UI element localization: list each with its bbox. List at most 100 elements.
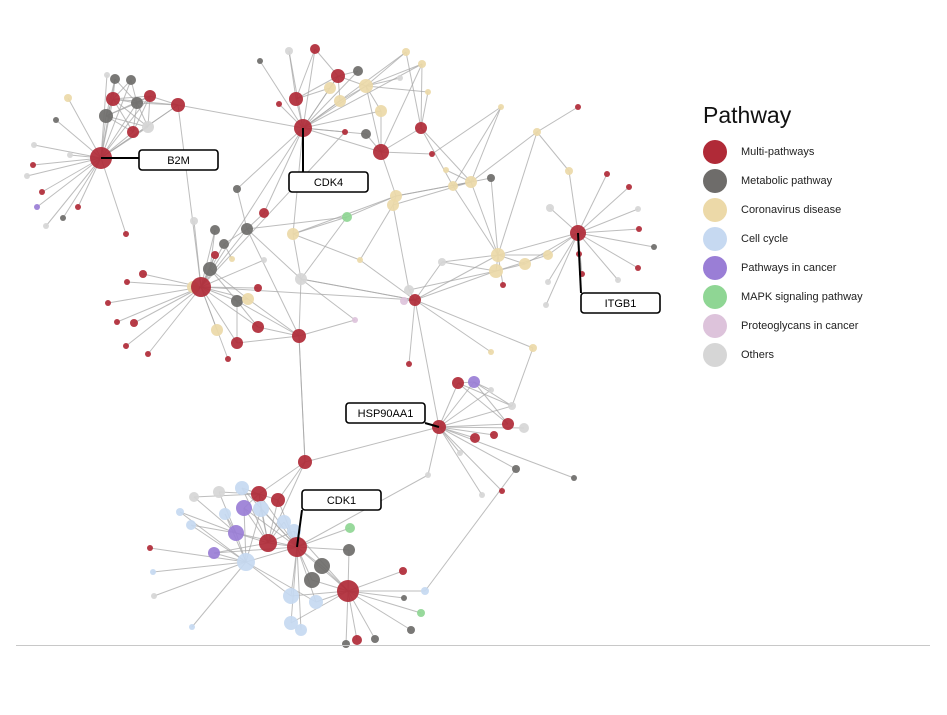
network-node-metabolic <box>126 75 136 85</box>
network-node-others <box>104 72 110 78</box>
network-node-multi <box>106 92 120 106</box>
network-edge <box>420 91 429 129</box>
network-node-multi <box>105 300 111 306</box>
network-edge <box>236 335 300 344</box>
network-edge <box>132 95 151 133</box>
callout-label: ITGB1 <box>605 298 637 310</box>
network-edge <box>395 181 472 197</box>
network-edge <box>107 286 202 304</box>
network-node-others <box>546 204 554 212</box>
network-edge <box>193 496 237 534</box>
network-edge <box>295 48 316 100</box>
network-node-others <box>213 486 225 498</box>
network-edge <box>414 299 492 353</box>
network-edge <box>246 228 302 280</box>
network-node-corona <box>375 105 387 117</box>
network-edge <box>190 524 247 563</box>
network-edge <box>191 561 247 628</box>
network-edge <box>290 546 298 624</box>
network-edge <box>304 426 440 463</box>
network-edge <box>452 106 502 187</box>
network-edge <box>405 51 422 129</box>
network-edge <box>100 157 127 235</box>
network-edge <box>347 590 412 631</box>
network-edge <box>245 508 262 563</box>
network-node-corona <box>529 344 537 352</box>
network-node-multi <box>626 184 632 190</box>
network-node-others <box>543 302 549 308</box>
network-node-others <box>615 277 621 283</box>
node-layer <box>24 44 657 648</box>
network-node-others <box>404 285 414 295</box>
network-node-multi <box>409 294 421 306</box>
network-node-multi <box>75 204 81 210</box>
network-edge <box>438 426 517 470</box>
network-edge <box>200 286 416 301</box>
network-node-others <box>488 387 494 393</box>
network-edge <box>105 115 149 128</box>
network-node-cancer <box>468 376 480 388</box>
network-node-cancer <box>34 204 40 210</box>
network-edge <box>296 474 429 548</box>
network-node-others <box>43 223 49 229</box>
network-node-multi <box>276 101 282 107</box>
network-edge <box>236 188 248 230</box>
network-edge <box>438 426 495 436</box>
network-node-corona <box>443 167 449 173</box>
callout-leader-line <box>424 422 440 428</box>
network-edge <box>365 63 423 87</box>
network-node-cancer <box>228 525 244 541</box>
callout-label: CDK1 <box>327 495 356 507</box>
network-node-others <box>142 121 154 133</box>
callout-label: HSP90AA1 <box>358 408 414 420</box>
legend-item-cellcycle: Cell cycle <box>703 224 933 253</box>
network-node-cellcycle <box>309 595 323 609</box>
network-edge <box>200 127 304 288</box>
network-edge <box>247 298 300 337</box>
network-node-multi <box>352 635 362 645</box>
network-edge <box>105 95 151 117</box>
network-edge <box>470 106 502 183</box>
network-edge <box>302 127 382 153</box>
network-edge <box>365 85 429 93</box>
network-edge <box>414 261 443 301</box>
network-edge <box>577 232 619 281</box>
callout-leader-line <box>577 232 582 294</box>
network-edge <box>236 300 300 337</box>
network-node-multi <box>139 270 147 278</box>
network-edge <box>200 286 259 328</box>
network-edge <box>545 232 579 306</box>
network-node-multi <box>429 151 435 157</box>
network-node-metabolic <box>219 239 229 249</box>
callout-leader-line <box>296 509 303 548</box>
network-node-metabolic <box>233 185 241 193</box>
network-node-corona <box>498 104 504 110</box>
network-edge <box>298 335 306 463</box>
network-edge <box>33 144 102 159</box>
legend-swatch <box>703 342 727 367</box>
network-node-multi <box>251 486 267 502</box>
callout-box <box>288 171 369 193</box>
legend-item-multi: Multi-pathways <box>703 137 933 166</box>
network-node-metabolic <box>361 129 371 139</box>
network-node-corona <box>489 264 503 278</box>
network-node-cellcycle <box>253 501 269 517</box>
network-node-corona <box>387 199 399 211</box>
network-node-multi <box>289 92 303 106</box>
network-node-metabolic <box>401 595 407 601</box>
network-edge <box>470 181 499 256</box>
network-node-metabolic <box>371 635 379 643</box>
network-node-metabolic <box>651 244 657 250</box>
network-edge <box>100 104 179 159</box>
network-node-multi <box>259 208 269 218</box>
network-edge <box>302 51 407 129</box>
network-node-corona <box>533 128 541 136</box>
network-node-corona <box>418 60 426 68</box>
network-node-others <box>425 472 431 478</box>
network-edge <box>298 319 356 337</box>
network-edge <box>511 347 534 407</box>
network-node-others <box>397 75 403 81</box>
network-edge <box>133 286 202 324</box>
callout-label: CDK4 <box>314 177 343 189</box>
